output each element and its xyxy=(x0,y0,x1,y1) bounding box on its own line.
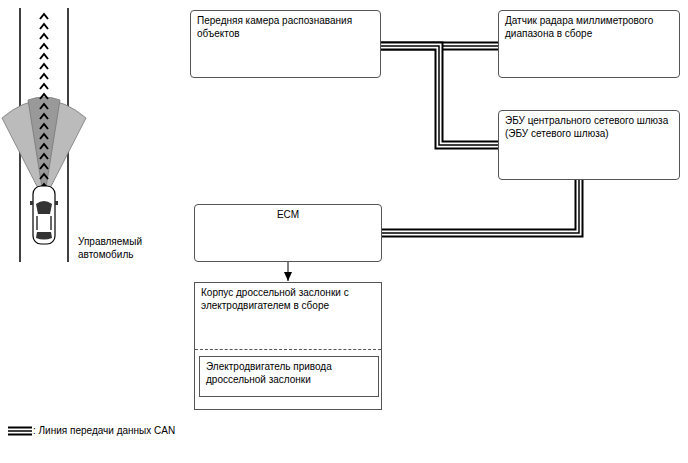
control-arrow xyxy=(288,262,289,281)
dashed-separator xyxy=(195,349,381,350)
radar-box: Датчик радара миллиметрового диапазона в… xyxy=(498,10,680,78)
can-bus-line xyxy=(382,180,579,233)
node-text: ECM xyxy=(201,209,375,222)
legend-line-sample xyxy=(8,431,32,432)
node-text: Корпус дроссельной заслонки с электродви… xyxy=(201,287,375,312)
node-text: ЭБУ центрального сетевого шлюза (ЭБУ сет… xyxy=(505,115,673,140)
node-text: Электродвигатель привода дроссельной зас… xyxy=(206,361,372,386)
ecm-box: ECM xyxy=(194,204,382,262)
camera-sector xyxy=(28,97,60,200)
throttle-body-box: Корпус дроссельной заслонки с электродви… xyxy=(194,282,382,410)
detection-chevrons xyxy=(40,14,48,189)
node-text: Датчик радара миллиметрового диапазона в… xyxy=(505,15,673,40)
throttle-motor-box: Электродвигатель привода дроссельной зас… xyxy=(199,356,379,397)
car-icon xyxy=(30,186,58,244)
camera-box: Передняя камера распознавания объектов xyxy=(190,10,381,78)
legend-text: : Линия передачи данных CAN xyxy=(33,425,175,438)
can-bus-line xyxy=(381,46,498,145)
vehicle-label: Управляемый автомобиль xyxy=(78,236,168,261)
gateway-ecu-box: ЭБУ центрального сетевого шлюза (ЭБУ сет… xyxy=(498,110,680,180)
node-text: Передняя камера распознавания объектов xyxy=(197,15,374,40)
